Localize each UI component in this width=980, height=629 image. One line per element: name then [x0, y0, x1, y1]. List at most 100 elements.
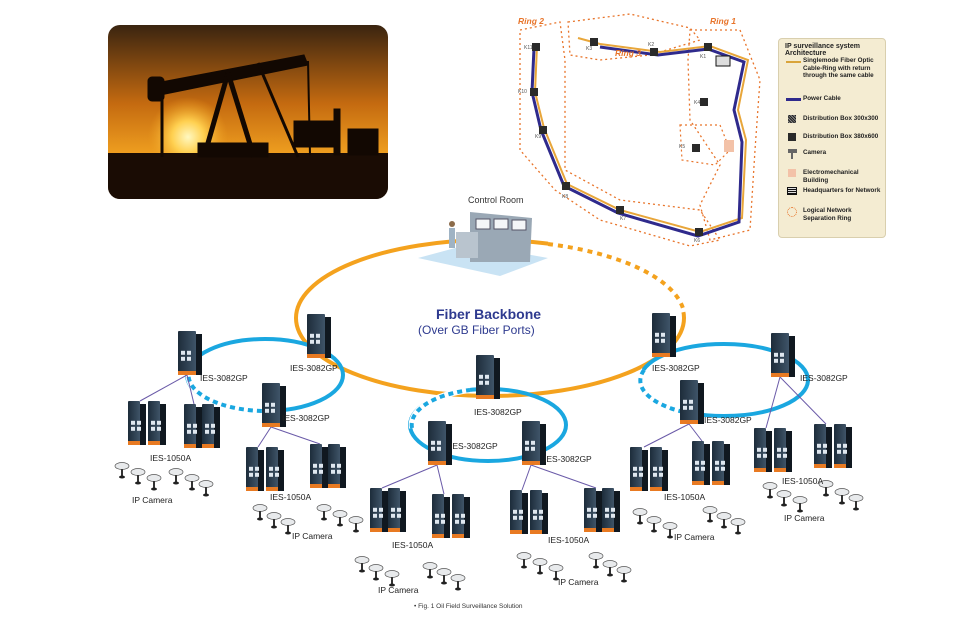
site-label: K8 [562, 194, 568, 200]
network-links [139, 374, 827, 495]
legend-label: Singlemode Fiber Optic Cable-Ring with r… [803, 57, 874, 79]
ies-3082gp-switch [522, 421, 546, 465]
distribution-box [695, 228, 703, 236]
legend-item-camera: Camera [785, 149, 883, 159]
site-label: K7 [620, 216, 626, 222]
ies-1050a-switch [184, 404, 202, 448]
ip-camera-icon [818, 480, 834, 497]
cameras [114, 462, 864, 591]
ring-1-label: Ring 1 [710, 16, 736, 26]
legend-item-power: Power Cable [785, 95, 883, 105]
ies-1050a-switch [510, 490, 528, 534]
site-label: K10 [518, 89, 527, 95]
site-label: K3 [586, 46, 592, 52]
device-label: IES-3082GP [282, 413, 330, 423]
ring-3-label: Ring 3 [615, 48, 641, 58]
switches [128, 313, 852, 538]
legend-title: IP surveillance system Architecture [785, 43, 860, 57]
ip-camera-icon [130, 468, 146, 485]
ip-camera-icon [316, 504, 332, 521]
ring-2-boundary [519, 21, 722, 247]
backbone-ring-dashed-segment [547, 241, 687, 313]
ip-camera-icon [422, 562, 438, 579]
distribution-box-large-icon [785, 133, 803, 143]
ethernet-link [521, 464, 532, 491]
ip-camera-icon [548, 564, 564, 581]
legend-item-box-small: Distribution Box 300x300 [785, 115, 883, 125]
site-label: K5 [679, 144, 685, 150]
ies-3082gp-switch [771, 333, 795, 377]
left-ring-dashed-segment [185, 366, 266, 414]
ip-camera-icon [848, 494, 864, 511]
distribution-box [530, 88, 538, 96]
building-ring-boundary [679, 124, 731, 166]
control-room [418, 212, 548, 276]
ies-1050a-switch [774, 428, 792, 472]
legend-item-building: Electromechanical Building [785, 169, 883, 184]
power-cable-route [530, 45, 746, 238]
ip-camera-icon [792, 496, 808, 513]
distribution-box [532, 43, 540, 51]
ies-1050a-switch [584, 488, 602, 532]
separation-ring-icon [785, 207, 803, 217]
distribution-box [704, 43, 712, 51]
site-label: K9 [535, 134, 541, 140]
ies-3082gp-switch [476, 355, 500, 399]
legend-label: Electromechanical Building [803, 169, 859, 184]
distribution-box [616, 206, 624, 214]
device-label: IES-3082GP [544, 454, 592, 464]
device-label: IES-1050A [270, 492, 311, 502]
headquarters-icon [785, 187, 803, 197]
site-label: K6 [694, 238, 700, 244]
distribution-box [692, 144, 700, 152]
ethernet-link [257, 426, 272, 448]
legend-label: Distribution Box 300x300 [803, 115, 879, 122]
backbone-subtitle: (Over GB Fiber Ports) [418, 323, 535, 337]
ip-camera-icon [266, 512, 282, 529]
distribution-box [590, 38, 598, 46]
legend-label: Distribution Box 380x600 [803, 133, 879, 140]
legend-label: Headquarters for Network [803, 187, 881, 194]
ies-1050a-switch [530, 490, 548, 534]
ies-3082gp-switch [262, 383, 286, 427]
building-icon [785, 169, 803, 179]
left-ring-dashed-segment [186, 367, 266, 413]
device-label: IES-1050A [664, 492, 705, 502]
ies-1050a-switch [266, 447, 284, 491]
ies-1050a-switch [754, 428, 772, 472]
ring-1-boundary [687, 29, 761, 241]
legend-label: Camera [803, 149, 827, 156]
ip-camera-icon [280, 518, 296, 535]
ip-camera-icon [354, 556, 370, 573]
right-ring-dashed-segment [638, 368, 701, 417]
ethernet-link [139, 374, 188, 402]
device-label: IP Camera [378, 585, 419, 595]
ethernet-link [530, 464, 597, 489]
site-label: K4 [694, 100, 700, 106]
ip-camera-icon [632, 508, 648, 525]
ies-1050a-switch [388, 488, 406, 532]
device-label: IES-3082GP [704, 415, 752, 425]
site-map: K11 K10 K9 K8 K7 K6 K1 K2 K3 K4 K5 Ring … [518, 13, 761, 247]
ies-1050a-switch [310, 444, 328, 488]
device-label: IP Camera [674, 532, 715, 542]
ies-3082gp-switch [307, 314, 331, 358]
ies-1050a-switch [834, 424, 852, 468]
power-cable-icon [785, 95, 803, 105]
ies-1050a-switch [202, 404, 220, 448]
device-label: IES-3082GP [474, 407, 522, 417]
operator-figure [449, 221, 455, 227]
device-label: IES-1050A [150, 453, 191, 463]
legend-label: Logical Network Separation Ring [803, 207, 852, 222]
ip-camera-icon [198, 480, 214, 497]
device-label: IES-3082GP [450, 441, 498, 451]
site-label: K2 [648, 42, 654, 48]
legend-item-box-large: Distribution Box 380x600 [785, 133, 883, 143]
ethernet-link [779, 376, 827, 425]
ies-1050a-switch [452, 494, 470, 538]
ip-camera-icon [384, 570, 400, 587]
ip-camera-icon [252, 504, 268, 521]
figure-caption: • Fig. 1 Oil Field Surveillance Solution [414, 603, 523, 610]
ip-camera-icon [114, 462, 130, 479]
ethernet-link [270, 426, 321, 445]
